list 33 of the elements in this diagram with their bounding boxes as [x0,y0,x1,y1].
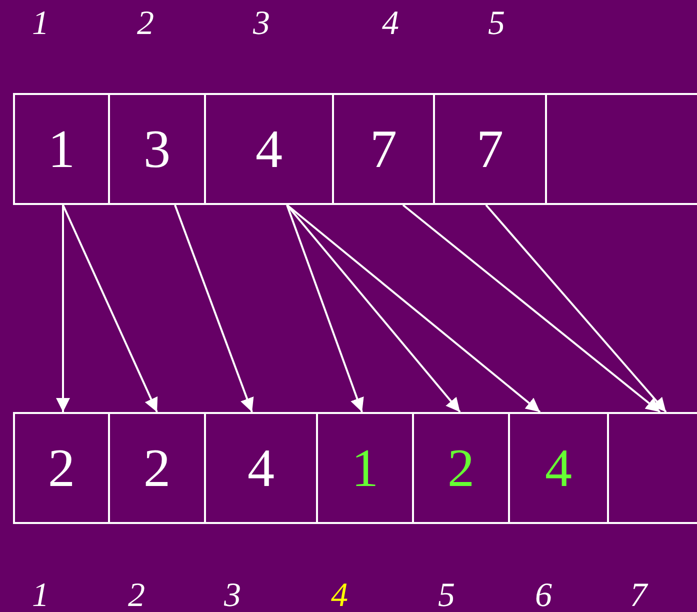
arrow [174,204,254,412]
index-number: 7 [630,576,647,612]
empty-cell [547,93,697,205]
array-cell: 4 [510,412,609,524]
array-cell: 1 [318,412,414,524]
index-number: 3 [253,4,270,44]
array-cell: 7 [435,93,547,205]
array-cell: 1 [13,93,110,205]
array-cell: 7 [334,93,435,205]
arrow [56,205,70,412]
array-cell: 2 [13,412,110,524]
array-cell: 4 [206,93,334,205]
array-cell: 2 [110,412,206,524]
index-number: 2 [128,576,145,612]
index-number: 2 [137,4,154,44]
arrow [62,204,158,412]
array-cell: 4 [206,412,318,524]
array-cell: 2 [414,412,510,524]
array-cell: 3 [110,93,206,205]
index-number: 1 [32,576,49,612]
index-number: 4 [331,576,348,612]
index-number: 6 [535,576,552,612]
empty-cell [609,412,697,524]
arrow [286,204,541,413]
index-number: 5 [438,576,455,612]
arrow [485,204,667,413]
arrow [286,204,461,413]
index-number: 4 [382,4,399,44]
arrow [286,204,364,412]
arrow [402,204,661,413]
index-number: 3 [224,576,241,612]
index-number: 5 [488,4,505,44]
index-number: 1 [32,4,49,44]
